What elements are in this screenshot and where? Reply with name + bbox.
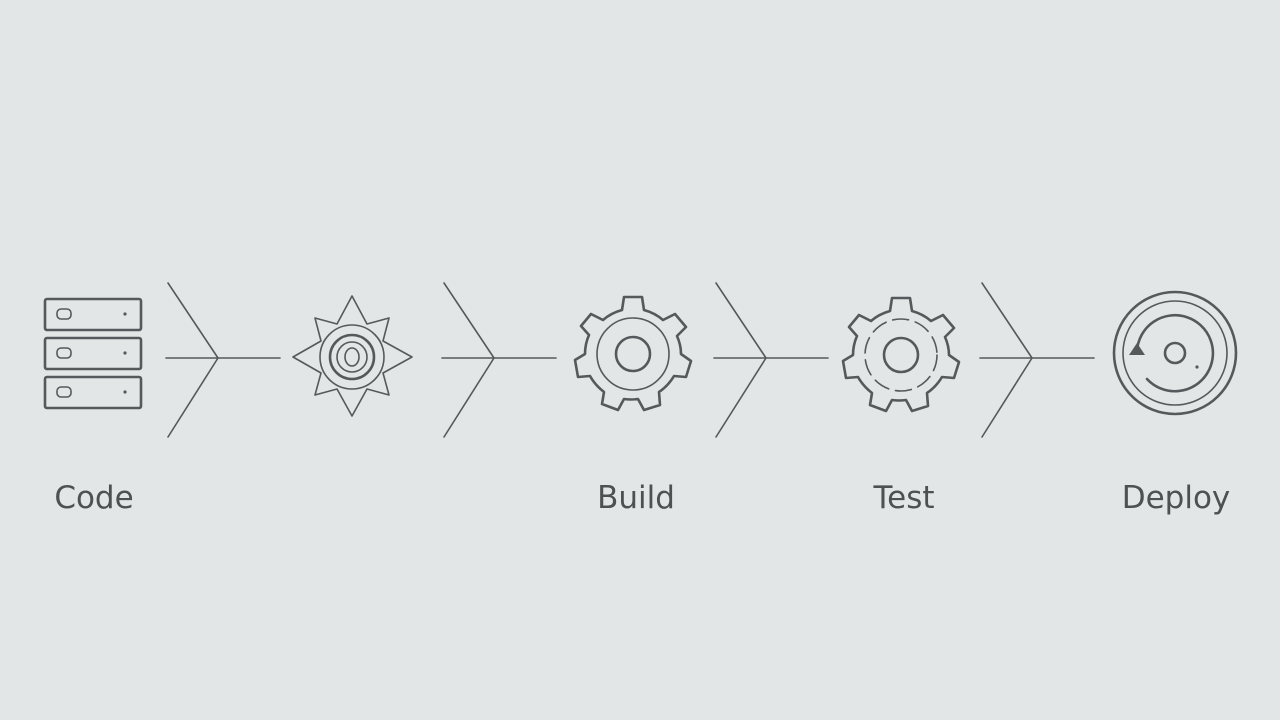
connector-arrow xyxy=(979,282,1095,438)
stage-label-test: Test xyxy=(873,480,935,516)
server-stack-icon xyxy=(43,297,143,410)
stage-label-code: Code xyxy=(54,480,134,516)
connector-arrow xyxy=(441,282,557,438)
connector-arrow xyxy=(713,282,829,438)
refresh-target-icon xyxy=(1112,290,1238,416)
stage-label-deploy: Deploy xyxy=(1121,480,1231,516)
gear-icon xyxy=(573,295,693,412)
stage-label-build: Build xyxy=(597,480,675,516)
gear-dashed-icon xyxy=(841,296,961,413)
connector-arrow xyxy=(165,282,281,438)
starburst-icon xyxy=(292,295,413,417)
